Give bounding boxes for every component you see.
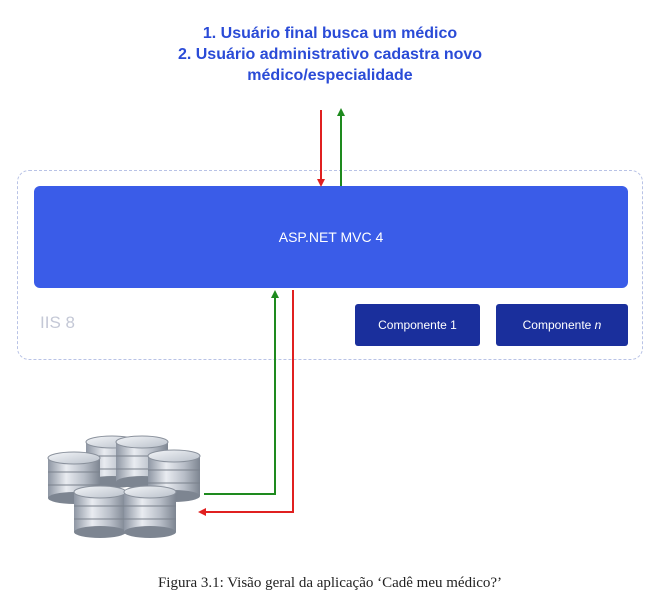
header-line-3: médico/especialidade	[247, 67, 413, 84]
component-1-box: Componente 1	[355, 304, 480, 346]
aspnet-mvc-label: ASP.NET MVC 4	[278, 229, 384, 245]
component-1-label: Componente 1	[378, 318, 457, 332]
header-line-1: 1. Usuário final busca um médico	[202, 25, 458, 42]
aspnet-mvc-block: ASP.NET MVC 4	[34, 186, 628, 288]
header-line-2: 2. Usuário administrativo cadastra novo	[177, 46, 483, 63]
figure-caption: Figura 3.1: Visão geral da aplicação ‘Ca…	[157, 575, 503, 591]
iis-server-boundary	[17, 170, 643, 360]
component-n-label: Componente n	[522, 318, 602, 332]
database-cluster-icon	[47, 435, 201, 539]
component-n-box: Componente n	[496, 304, 628, 346]
db-response-arrow	[204, 290, 279, 495]
db-request-arrow	[198, 290, 294, 516]
iis-label: IIS 8	[40, 313, 75, 332]
